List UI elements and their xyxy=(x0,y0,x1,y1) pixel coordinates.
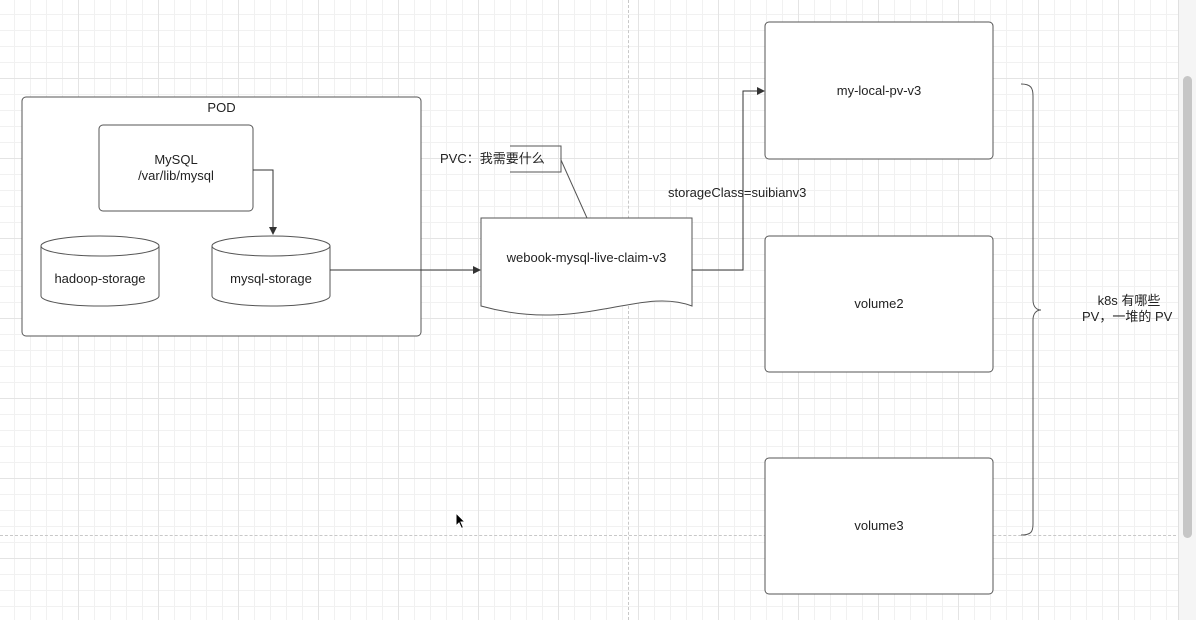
pvc-note-callout[interactable] xyxy=(510,145,588,219)
mysql-label-line1: MySQL xyxy=(154,152,198,167)
mouse-cursor-icon xyxy=(455,512,467,530)
mysql-label: MySQL /var/lib/mysql xyxy=(99,152,253,184)
page-break-horizontal xyxy=(0,535,1196,536)
mysql-label-line2: /var/lib/mysql xyxy=(138,168,214,183)
connector-pvc-to-pv[interactable] xyxy=(692,87,765,271)
pv-box-2[interactable] xyxy=(764,235,994,373)
pvc-document-shape[interactable] xyxy=(480,217,693,316)
storage-class-label: storageClass=suibianv3 xyxy=(668,185,807,200)
brace-note-line2: PV，一堆的 PV xyxy=(1082,309,1173,324)
mysql-storage-label: mysql-storage xyxy=(230,271,312,286)
mysql-storage-cylinder[interactable] xyxy=(211,235,331,307)
pvc-note-label: PVC：我需要什么 xyxy=(440,151,545,166)
pv2-label: volume2 xyxy=(854,296,904,311)
page-break-vertical xyxy=(628,0,629,620)
vertical-scrollbar[interactable] xyxy=(1178,0,1196,620)
pod-label: POD xyxy=(207,100,236,115)
brace-note: k8s 有哪些 PV，一堆的 PV xyxy=(1080,293,1178,325)
hadoop-storage-cylinder[interactable] xyxy=(40,235,160,307)
hadoop-storage-label: hadoop-storage xyxy=(54,271,146,286)
mysql-box[interactable] xyxy=(98,124,254,212)
brace-note-line1: k8s 有哪些 xyxy=(1097,293,1161,308)
scrollbar-thumb[interactable] xyxy=(1183,76,1192,538)
pvc-label: webook-mysql-live-claim-v3 xyxy=(506,250,667,265)
pv3-label: volume3 xyxy=(854,518,904,533)
pv-curly-brace[interactable] xyxy=(1020,83,1042,536)
connector-mysql-to-storage[interactable] xyxy=(253,169,277,235)
pv1-label: my-local-pv-v3 xyxy=(836,83,922,98)
pv-box-3[interactable] xyxy=(764,457,994,595)
pv-box-1[interactable] xyxy=(764,21,994,160)
